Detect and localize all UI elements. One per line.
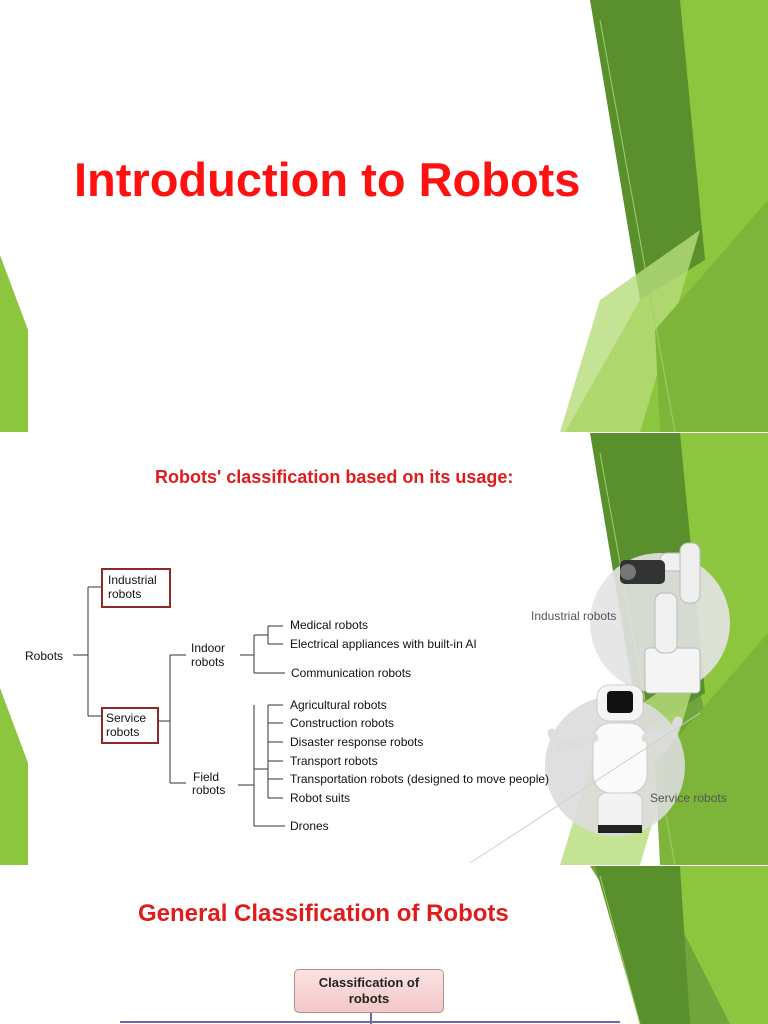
tree-leaf: Communication robots [291,666,412,680]
tree-leaf: Transportation robots (designed to move … [290,772,550,786]
service-robot-image [547,684,683,834]
tree-leaf: Construction robots [290,716,395,730]
service-robots-node: Service robots [101,707,159,744]
connector-lines [120,1013,620,1024]
slide-intro: Introduction to Robots [0,0,768,432]
industrial-robots-node: Industrial robots [101,568,171,608]
tree-leaf: Drones [290,819,329,833]
tree-leaf: Electrical appliances with built-in AI [290,637,477,651]
industrial-robot-image [620,542,701,694]
classification-tree-lines [73,586,701,864]
green-decoration [590,866,768,1024]
tree-leaf: Medical robots [290,618,369,632]
tree-leaf: Agricultural robots [290,698,387,712]
field-label-1: Field [193,770,220,784]
tree-leaf: Transport robots [290,754,378,768]
section-title: General Classification of Robots [138,900,509,927]
tree-root: Robots [25,649,64,663]
section-title: Robots' classification based on its usag… [155,467,514,487]
field-label-2: robots [192,783,226,797]
slide-general-classification: General Classification of Robots Classif… [0,866,768,1024]
tree-leaf: Disaster response robots [290,735,424,749]
tree-leaf: Robot suits [290,791,351,805]
indoor-label-2: robots [191,655,225,669]
indoor-label-1: Indoor [191,641,226,655]
industrial-robots-caption: Industrial robots [531,609,617,623]
page-title: Introduction to Robots [74,153,581,206]
service-robots-caption: Service robots [650,791,727,805]
slide-classification-usage: Robots' classification based on its usag… [0,433,768,865]
classification-root-node: Classification of robots [294,969,444,1013]
green-decoration [0,0,768,432]
green-decoration [0,433,768,865]
